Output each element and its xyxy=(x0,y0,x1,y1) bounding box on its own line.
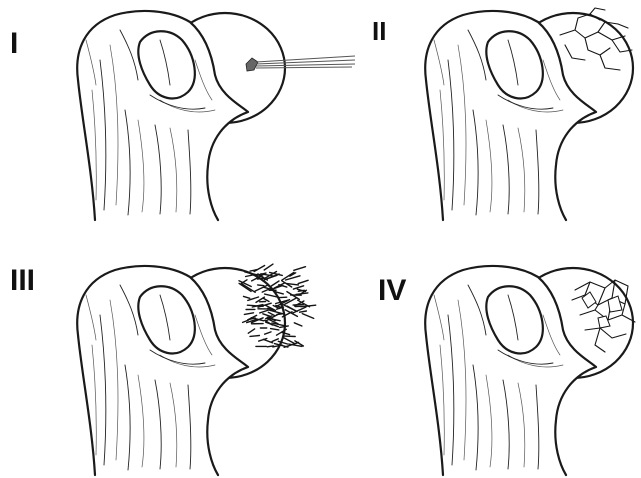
fibril-strand xyxy=(298,280,308,283)
fibril-strand xyxy=(300,311,307,312)
panel-3: III xyxy=(10,264,316,475)
fibril-strand xyxy=(276,292,283,294)
panel-label: II xyxy=(372,16,386,46)
panel-label: III xyxy=(10,264,35,297)
fibril-strand xyxy=(302,314,313,319)
fibril-strand xyxy=(293,286,303,289)
fibril-strand xyxy=(271,281,279,286)
panel-4: IV xyxy=(378,266,635,475)
fibril-strand xyxy=(284,338,294,344)
panel-1: I xyxy=(10,11,355,220)
fibril-strand xyxy=(294,267,306,271)
fibril-strand xyxy=(264,264,273,270)
fibril-strand xyxy=(257,278,264,279)
fibril-strand xyxy=(258,285,264,286)
panel-label: I xyxy=(10,27,18,60)
panel-label: IV xyxy=(378,274,406,307)
fibril-strand xyxy=(294,323,302,326)
panel-2: II xyxy=(372,8,633,220)
fibril-strand xyxy=(250,336,259,337)
